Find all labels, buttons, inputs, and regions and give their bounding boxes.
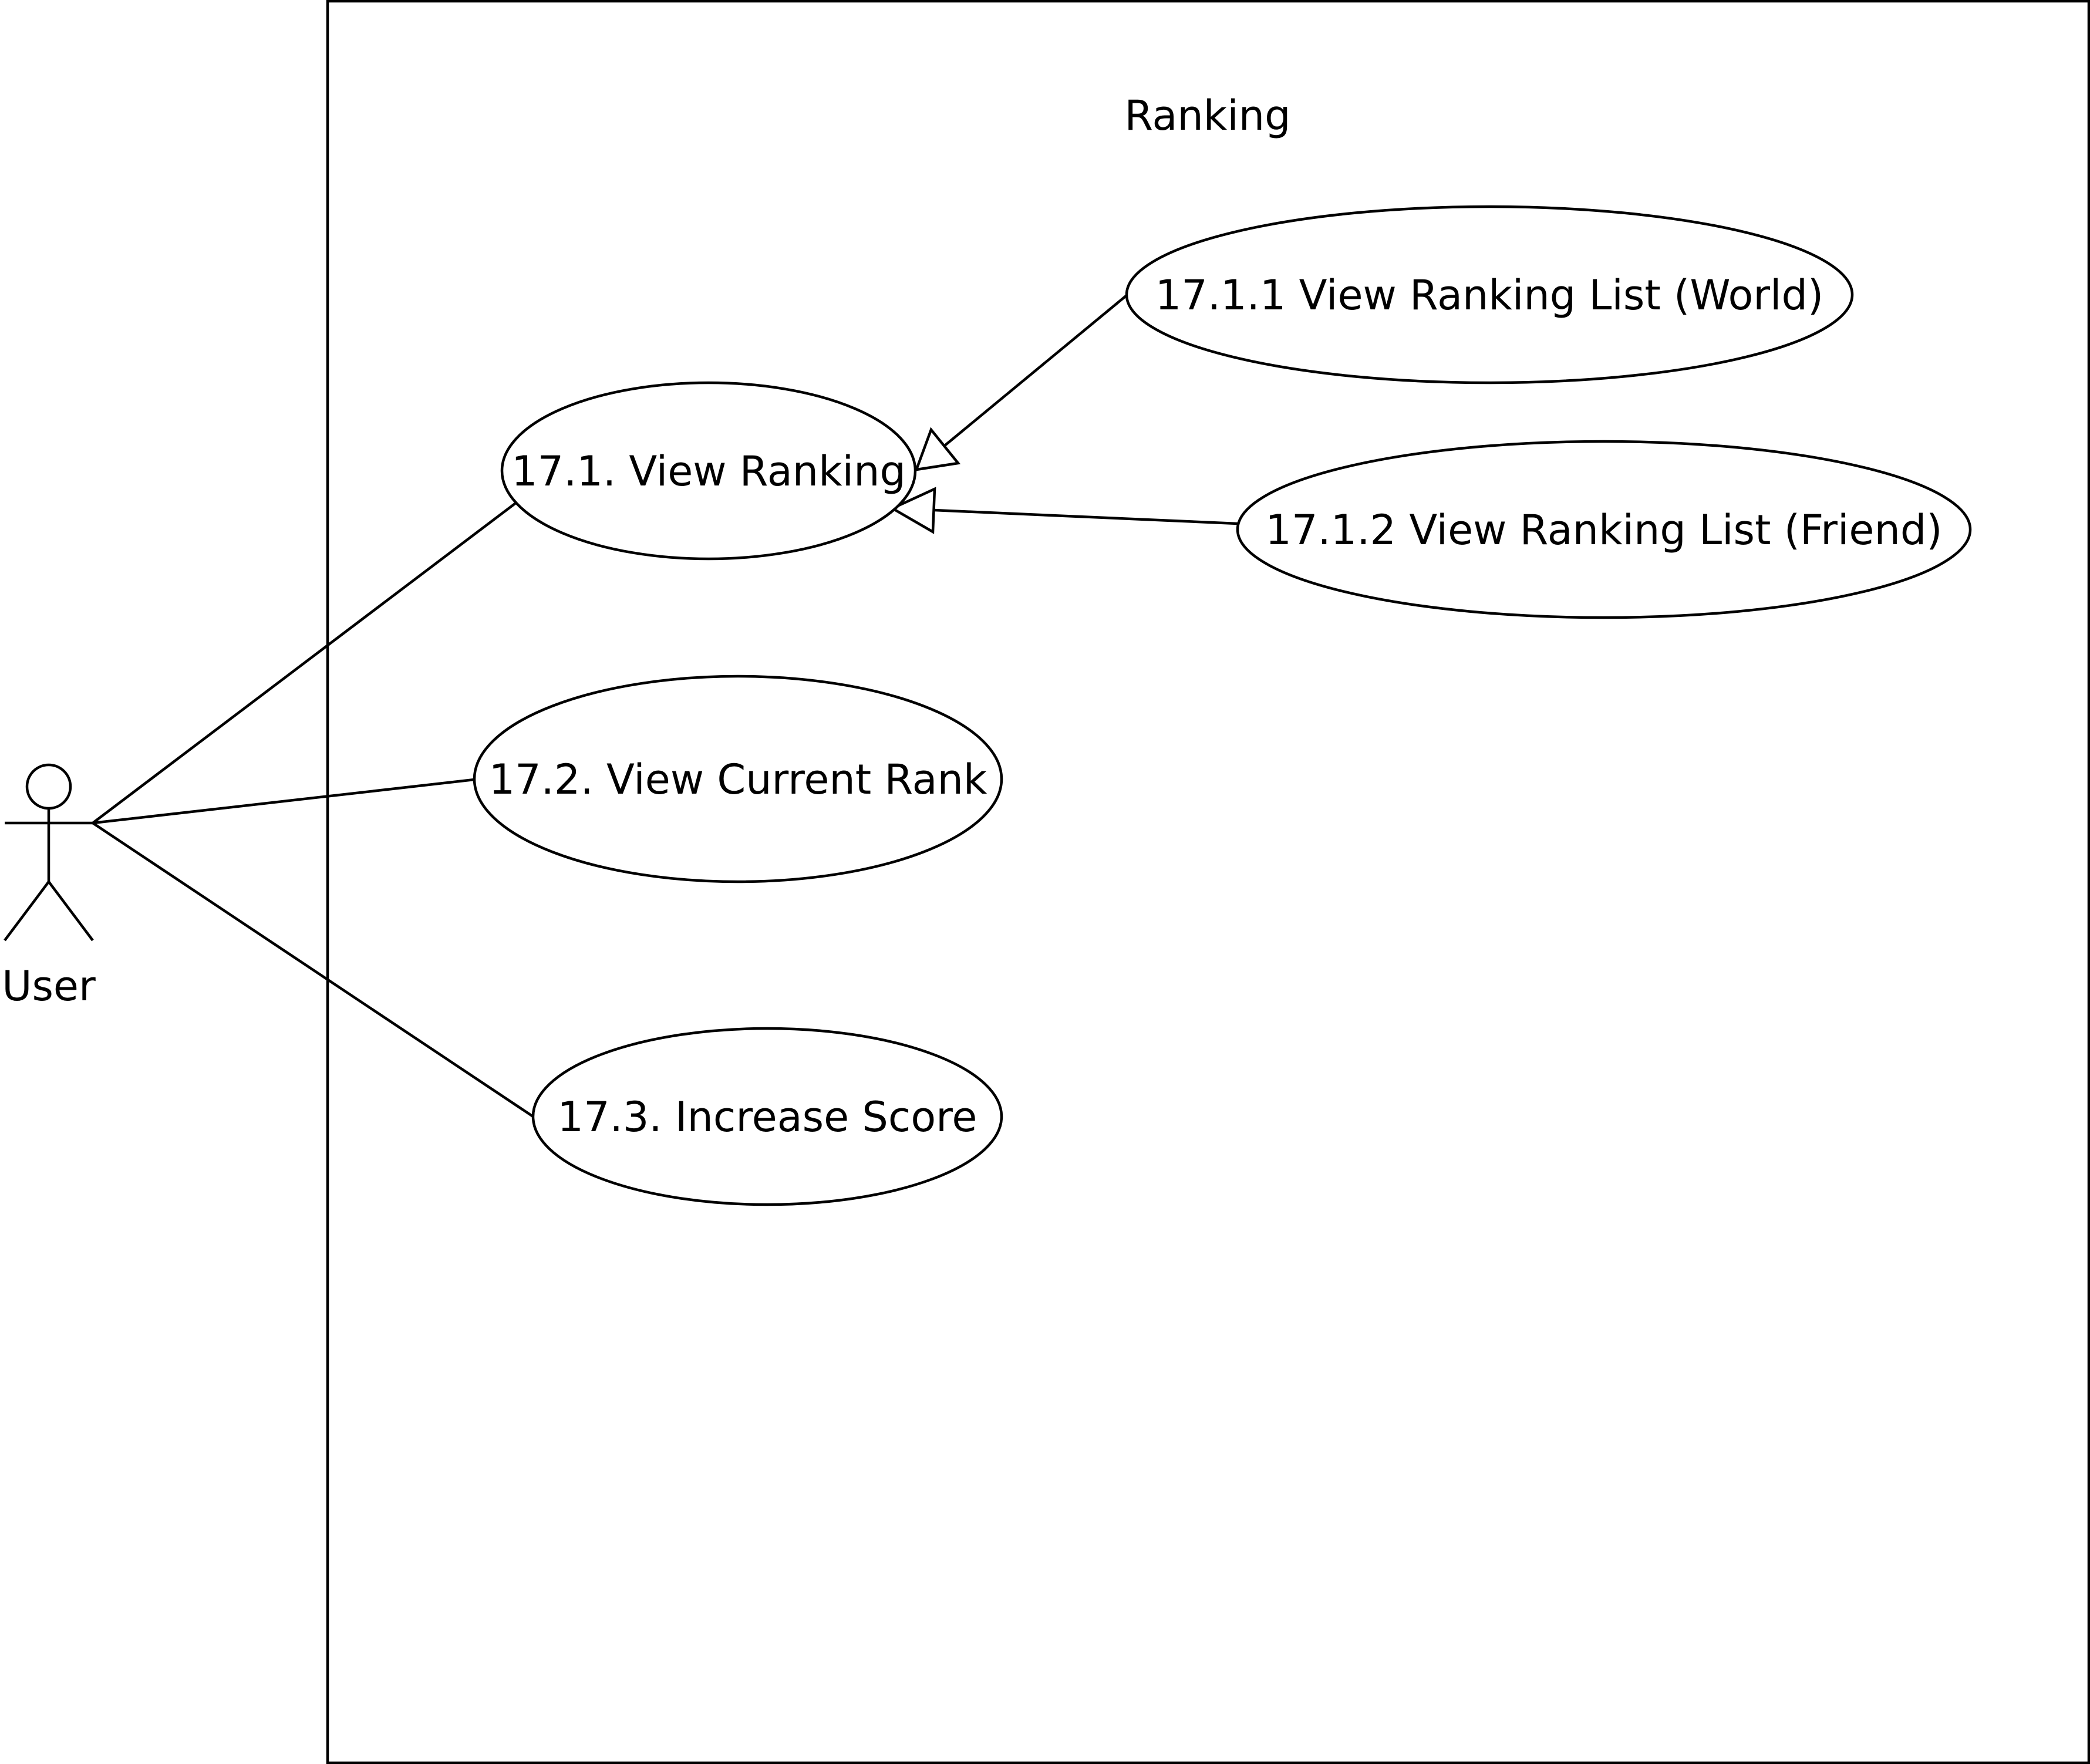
generalization-friend-arrowhead [889, 487, 936, 534]
generalization-friend-line [933, 508, 1238, 525]
system-boundary [326, 0, 2090, 1764]
use-case-view-ranking-world[interactable]: 17.1.1 View Ranking List (World) [1125, 205, 1854, 384]
use-case-view-ranking-friend-label: 17.1.2 View Ranking List (Friend) [1265, 506, 1942, 554]
actor-head-icon [25, 763, 72, 810]
use-case-view-ranking-friend[interactable]: 17.1.2 View Ranking List (Friend) [1236, 440, 1972, 619]
use-case-view-ranking-world-label: 17.1.1 View Ranking List (World) [1155, 271, 1824, 319]
generalization-world-line [943, 295, 1127, 447]
use-case-view-ranking[interactable]: 17.1. View Ranking [500, 381, 917, 561]
use-case-increase-score-label: 17.3. Increase Score [558, 1093, 977, 1141]
system-title: Ranking [1124, 92, 1290, 140]
use-case-view-current-rank-label: 17.2. View Current Rank [489, 755, 987, 804]
association-user-increase-score [92, 822, 534, 1118]
use-case-view-ranking-label: 17.1. View Ranking [511, 447, 906, 495]
actor-right-leg [48, 881, 94, 942]
use-case-increase-score[interactable]: 17.3. Increase Score [531, 1027, 1003, 1206]
generalization-world-arrowhead [914, 427, 961, 471]
actor-user[interactable]: User [2, 763, 96, 1010]
use-case-view-current-rank[interactable]: 17.2. View Current Rank [473, 674, 1003, 883]
association-user-view-ranking [92, 499, 521, 824]
actor-label: User [2, 962, 96, 1010]
actor-left-leg [4, 881, 50, 942]
association-user-view-current-rank [92, 778, 475, 825]
